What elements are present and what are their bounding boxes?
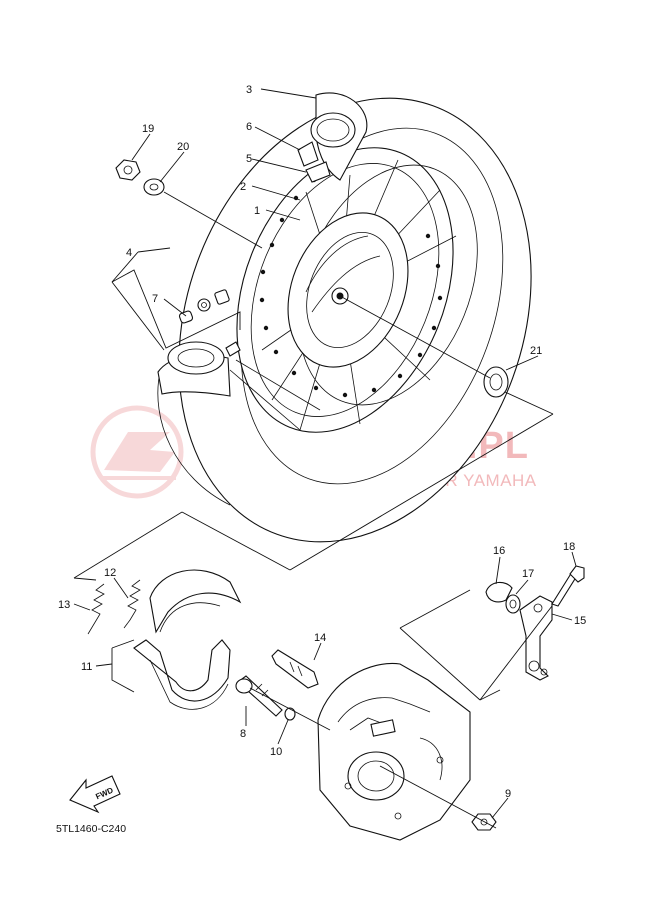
brake-springs [87,579,141,635]
callout-15: 15 [574,615,586,627]
callout-3: 3 [246,84,252,96]
watermark-logo [90,405,184,499]
brake-arm-bolt [551,565,585,607]
axle-nut [115,159,141,181]
fwd-arrow: FWD [69,775,121,814]
brake-assembly [73,565,585,841]
callout-18: 18 [563,541,575,553]
callout-4: 4 [126,247,132,259]
callout-21: 21 [530,345,542,357]
callout-12: 12 [104,567,116,579]
rim-band [297,141,331,183]
brake-shoes [133,569,242,710]
callout-5: 5 [246,153,252,165]
callout-11: 11 [81,661,92,673]
callout-10: 10 [270,746,282,758]
wear-indicator-plate [485,581,513,603]
diagram-code: 5TL1460-C240 [56,823,126,835]
tube [157,92,368,397]
callout-7: 7 [152,293,158,305]
brake-guide-lines [73,577,553,829]
callout-13: 13 [58,599,70,611]
brake-shoe-plate [317,662,471,841]
callout-2: 2 [240,181,246,193]
callout-20: 20 [177,141,189,153]
plate-washer [505,594,521,614]
callouts: 1 2 3 4 5 6 7 8 9 10 11 12 13 14 15 16 1… [58,84,586,819]
brake-cam [235,675,283,717]
callout-1: 1 [254,205,260,217]
callout-16: 16 [493,545,505,557]
callout-8: 8 [240,728,246,740]
callout-19: 19 [142,123,154,135]
axis-lines [73,191,554,579]
o-ring [284,707,296,721]
wear-indicator-shaft [271,649,319,689]
callout-14: 14 [314,632,326,644]
callout-9: 9 [505,788,511,800]
axle-washer [143,178,165,196]
rear-wheel-assembly [73,92,554,579]
callout-6: 6 [246,121,252,133]
callout-17: 17 [522,568,534,580]
brake-arm [519,595,553,681]
spacer [483,366,509,398]
